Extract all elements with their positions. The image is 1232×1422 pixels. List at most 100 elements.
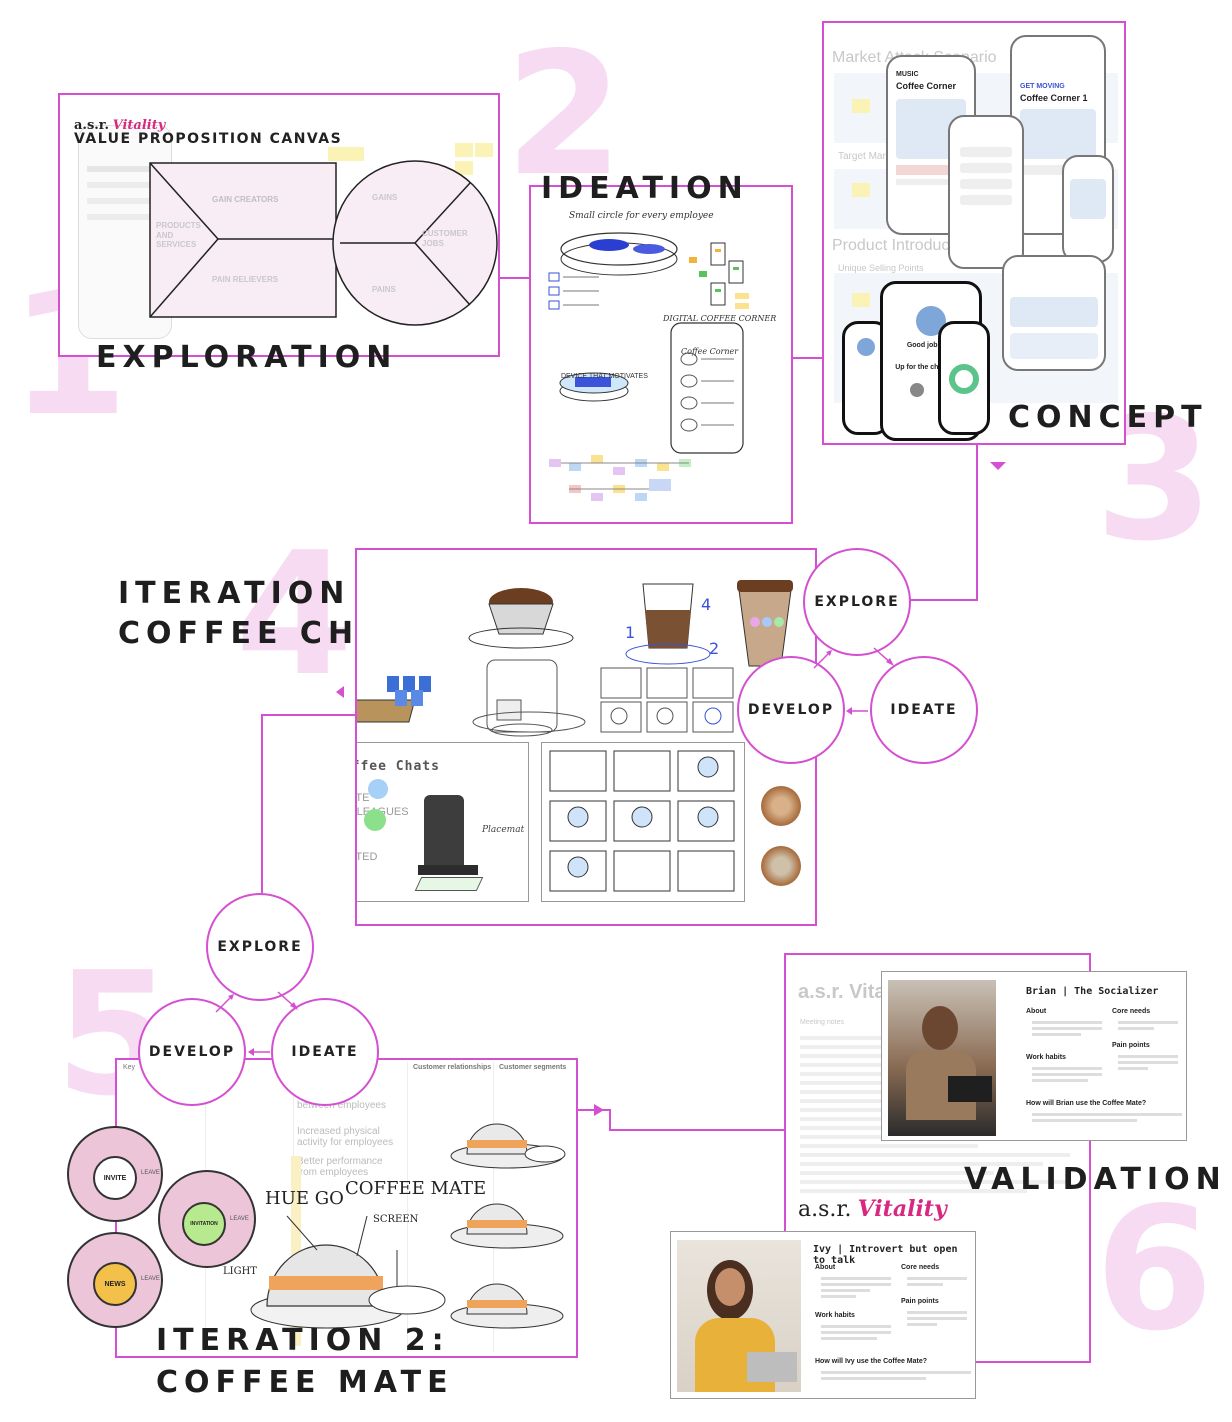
ivy-pain-points: Pain points [901, 1298, 939, 1305]
vpc-brand-logo: a.s.r. Vitality [74, 118, 166, 133]
invite-leave-label: LEAVE [141, 1170, 160, 1176]
svg-text:4: 4 [701, 595, 711, 614]
step-number-4: 4 [235, 516, 354, 714]
placemat-photo-2 [761, 846, 801, 886]
validation-brand-logo: a.s.r. Vitality [798, 1196, 947, 1222]
vpc-pain-relievers-label: PAIN RELIEVERS [212, 275, 279, 284]
placemat-photo-1 [761, 786, 801, 826]
concept-phone-black-right [938, 321, 990, 435]
coffee-chats-card-title: Coffee Chats [357, 759, 440, 774]
ivy-title: Ivy | Introvert but open to talk [813, 1244, 958, 1266]
cycle2-explore: EXPLORE [206, 893, 314, 1001]
storyboard-card [541, 742, 745, 902]
stage-title-validation: VALIDATION [964, 1162, 1227, 1197]
concept-good-job: Good job Ann! [906, 342, 956, 349]
brian-photo [888, 980, 996, 1136]
coffee-mate-invite-screen: INVITE LEAVE [67, 1126, 163, 1222]
stage-title-concept: CONCEPT [1008, 400, 1208, 435]
bmc-better-performance: Better performance from employees [297, 1156, 383, 1178]
coffee-chats-placemat: Placemat [482, 825, 525, 835]
concept-get-moving: GET MOVING [1020, 83, 1065, 90]
coffee-mate-news-screen: NEWS LEAVE [67, 1232, 163, 1328]
cycle1-arrows [813, 647, 894, 715]
cycle1-explore: EXPLORE [803, 548, 911, 656]
concept-usp: Unique Selling Points [838, 263, 924, 273]
bmc-increased-physical: Increased physical activity for employee… [297, 1126, 394, 1148]
ideation-frame: Small circle for every employee [529, 185, 793, 524]
stage-title-ideation: IDEATION [541, 171, 749, 206]
cycle1-develop: DEVELOP [737, 656, 845, 764]
concept-app-title: Coffee Corner 1 [1020, 93, 1088, 104]
bmc-customer-relationships: Customer relationships [413, 1064, 492, 1071]
vpc-title: VALUE PROPOSITION CANVAS [74, 131, 343, 147]
persona-card-ivy: Ivy | Introvert but open to talk About C… [670, 1231, 976, 1399]
ivy-about: About [815, 1264, 836, 1271]
bmc-key-label: Key [123, 1064, 136, 1071]
iteration1-sketches: 1 4 2 [357, 580, 793, 737]
brian-pain-points: Pain points [1112, 1042, 1150, 1049]
vpc-value-map [149, 162, 337, 318]
brian-title: Brian | The Socializer [1026, 986, 1159, 997]
iteration2-line1: ITERATION 2: [156, 1323, 450, 1358]
label-screen: SCREEN [373, 1214, 419, 1225]
concept-phone-small [1062, 155, 1114, 263]
vpc-jobs-label: CUSTOMER JOBS [422, 229, 468, 248]
label-light: LIGHT [223, 1266, 257, 1277]
bmc-between-employees: between employees [297, 1100, 386, 1111]
svg-text:1: 1 [625, 623, 635, 642]
ivy-question: How will Ivy use the Coffee Mate? [815, 1358, 928, 1365]
coffee-mate-invitation-screen: INVITATION LEAVE [158, 1170, 256, 1268]
brian-work-habits: Work habits [1026, 1054, 1066, 1061]
vpc-products-label: PRODUCTS AND SERVICES [156, 221, 201, 250]
step-number-6: 6 [1095, 1171, 1214, 1369]
ideation-sketches [548, 232, 749, 501]
vpc-pains-label: PAINS [372, 285, 396, 294]
ideation-coffee-corner: Coffee Corner [681, 347, 739, 356]
ivy-core-needs: Core needs [901, 1264, 940, 1271]
storyboard-panels [549, 750, 735, 892]
ivy-work-habits: Work habits [815, 1312, 855, 1319]
concept-phone-coffee-corner: Coffee Corner [896, 81, 957, 92]
coffee-mate-renders [450, 1123, 566, 1329]
concept-frame: Market Attack Scenario Target Market Pro… [822, 21, 1126, 445]
ivy-photo [677, 1240, 801, 1392]
brian-about: About [1026, 1008, 1047, 1015]
invitation-button: INVITATION [182, 1202, 226, 1246]
stage-title-exploration: EXPLORATION [96, 340, 398, 375]
coffee-mate-main-sketch [250, 1215, 446, 1329]
concept-product-intro: Product Introduction [832, 237, 976, 254]
vpc-gains-label: GAINS [372, 193, 398, 202]
ideation-device-label: DEVICE THAT MOTIVATES [561, 373, 648, 380]
invite-button: INVITE [93, 1156, 137, 1200]
persona-card-brian: Brian | The Socializer About Core needs … [881, 971, 1187, 1141]
bmc-customer-segments: Customer segments [499, 1064, 567, 1071]
ideation-sketch-title: Small circle for every employee [569, 211, 714, 221]
exploration-frame: a.s.r. Vitality VALUE PROPOSITION CANVAS… [58, 93, 500, 357]
concept-challenge: Up for the challenge? [895, 364, 967, 372]
coffee-chats-get-invited: GET INVITED [355, 851, 378, 863]
brian-core-needs: Core needs [1112, 1008, 1151, 1015]
brian-question: How will Brian use the Coffee Mate? [1026, 1100, 1147, 1107]
cycle2-develop: DEVELOP [138, 998, 246, 1106]
iteration2-line2: COFFEE MATE [156, 1365, 454, 1400]
news-leave-label: LEAVE [141, 1276, 160, 1282]
concept-target-market: Target Market [838, 151, 900, 162]
validation-meeting-notes: Meeting notes [800, 1019, 844, 1026]
vpc-customer-profile [332, 160, 498, 326]
cycle2-ideate: IDEATE [271, 998, 379, 1106]
ideation-digital-corner: DIGITAL COFFEE CORNER [663, 314, 777, 323]
coffee-chats-card: Coffee Chats INVITE COLLEAGUES GET INVIT… [355, 742, 529, 902]
invitation-leave-label: LEAVE [230, 1216, 249, 1222]
cycle2-arrows [215, 991, 298, 1056]
step-number-2: 2 [505, 16, 624, 214]
news-button: NEWS [93, 1262, 137, 1306]
concept-music-label: MUSIC [896, 71, 919, 78]
vpc-gain-creators-label: GAIN CREATORS [212, 195, 279, 204]
label-hue-go: HUE GO [265, 1188, 344, 1209]
cycle1-ideate: IDEATE [870, 656, 978, 764]
concept-phone-goals [1002, 255, 1106, 371]
svg-text:2: 2 [709, 639, 719, 658]
concept-phone-list [948, 115, 1024, 269]
label-coffee-mate: COFFEE MATE [345, 1178, 487, 1199]
